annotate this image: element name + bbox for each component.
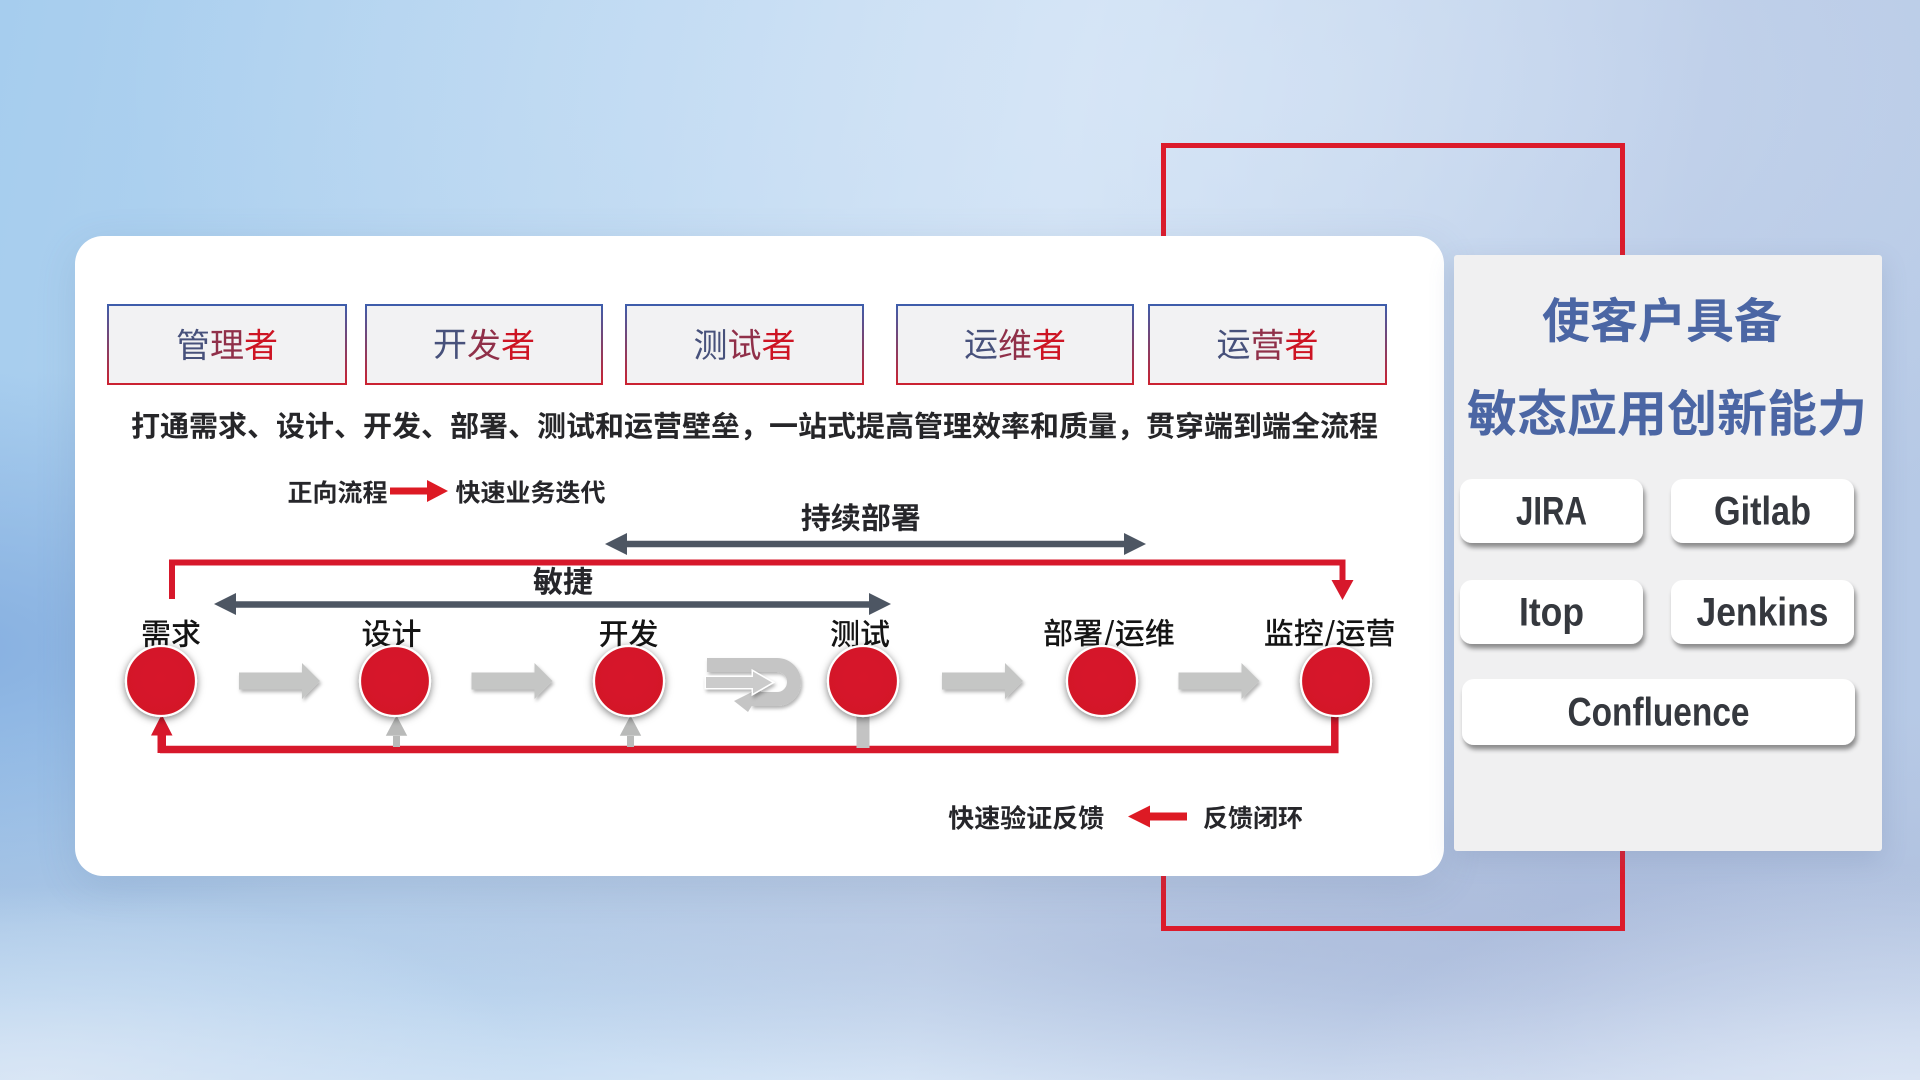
svg-text:Gitlab: Gitlab	[1714, 489, 1811, 533]
svg-text:Confluence: Confluence	[1568, 690, 1750, 734]
svg-text:Itop: Itop	[1519, 590, 1584, 634]
svg-text:JIRA: JIRA	[1516, 489, 1587, 533]
svg-text:Jenkins: Jenkins	[1697, 590, 1829, 634]
